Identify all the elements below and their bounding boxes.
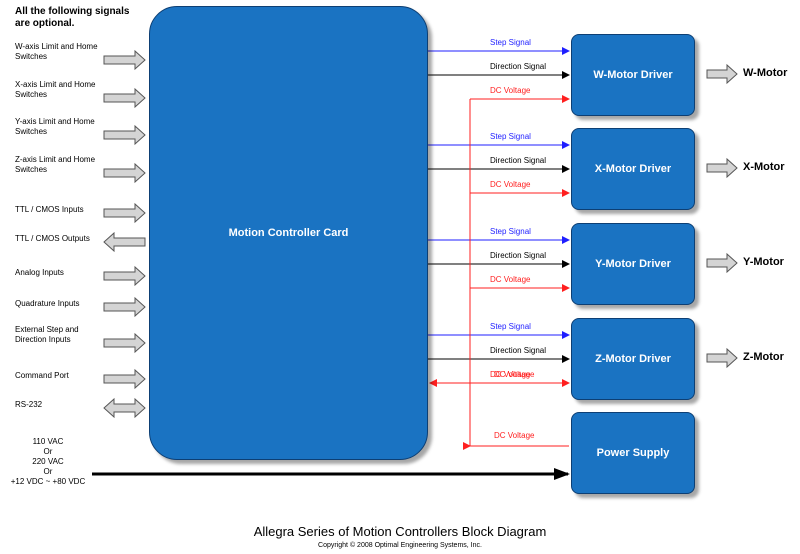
motor-label: Z-Motor [743, 351, 784, 363]
motor-label: W-Motor [743, 67, 788, 79]
input-label: TTL / CMOS Outputs [15, 234, 90, 243]
dc-voltage-label: DC Voltage [494, 431, 535, 440]
power-input-line-5: +12 VDC ~ +80 VDC [10, 477, 86, 486]
step-signal-label: Step Signal [490, 132, 531, 141]
motor-driver-box: X-Motor Driver [571, 128, 695, 210]
input-label: TTL / CMOS Inputs [15, 205, 84, 214]
input-label: X-axis Limit and Home Switches [15, 80, 96, 99]
dc-voltage-label: DC Voltage [490, 86, 531, 95]
input-label: W-axis Limit and Home Switches [15, 42, 98, 61]
direction-signal-label: Direction Signal [490, 62, 547, 71]
motor-driver-label: Y-Motor Driver [595, 258, 671, 270]
power-input-line-1: 110 VAC [32, 437, 64, 446]
input-label: Analog Inputs [15, 268, 64, 277]
power-supply-label: Power Supply [596, 447, 670, 459]
motor-label: X-Motor [743, 161, 785, 173]
motion-controller-card-label: Motion Controller Card [228, 227, 349, 239]
motor-output-arrow-icon [706, 157, 738, 179]
input-label: External Step and Direction Inputs [15, 325, 79, 344]
motor-driver-box: Z-Motor Driver [571, 318, 695, 400]
motor-output-arrow-icon [706, 252, 738, 274]
input-arrow-icon [103, 397, 146, 419]
motor-driver-label: W-Motor Driver [593, 69, 673, 81]
motor-output-arrow-icon [706, 63, 738, 85]
input-label: RS-232 [15, 400, 43, 409]
power-input-line-2: Or [43, 447, 53, 456]
input-label: Z-axis Limit and Home Switches [15, 155, 96, 174]
input-arrow-icon [103, 202, 146, 224]
input-arrow-icon [103, 296, 146, 318]
step-signal-label: Step Signal [490, 322, 531, 331]
dc-voltage-label: DC Voltage [490, 275, 531, 284]
power-input-line-3: 220 VAC [32, 457, 64, 466]
input-label: Command Port [15, 371, 69, 380]
power-supply-box: Power Supply [571, 412, 695, 494]
motor-driver-label: X-Motor Driver [594, 163, 672, 175]
copyright-notice: Copyright © 2008 Optimal Engineering Sys… [318, 542, 482, 549]
direction-signal-label: Direction Signal [490, 156, 547, 165]
motor-label: Y-Motor [743, 256, 784, 268]
optional-signals-note: All the following signals are optional. [15, 6, 130, 29]
motor-driver-label: Z-Motor Driver [595, 353, 671, 365]
input-arrow-icon [103, 368, 146, 390]
direction-signal-label: Direction Signal [490, 251, 547, 260]
step-signal-label: Step Signal [490, 227, 531, 236]
input-arrow-icon [103, 231, 146, 253]
motor-output-arrow-icon [706, 347, 738, 369]
dc-voltage-label: DC Voltage [490, 180, 531, 189]
motor-driver-box: Y-Motor Driver [571, 223, 695, 305]
motor-driver-box: W-Motor Driver [571, 34, 695, 116]
input-arrow-icon [103, 162, 146, 184]
direction-signal-label: Direction Signal [490, 346, 547, 355]
input-arrow-icon [103, 49, 146, 71]
input-arrow-icon [103, 332, 146, 354]
input-arrow-icon [103, 87, 146, 109]
diagram-title: Allegra Series of Motion Controllers Blo… [253, 524, 547, 539]
input-arrow-icon [103, 265, 146, 287]
input-label: Quadrature Inputs [15, 299, 80, 308]
input-arrow-icon [103, 124, 146, 146]
power-input-line-4: Or [43, 467, 53, 476]
step-signal-label: Step Signal [490, 38, 531, 47]
input-label: Y-axis Limit and Home Switches [15, 117, 95, 136]
motion-controller-card: Motion Controller Card [149, 6, 428, 460]
power-input-label: 110 VAC Or 220 VAC Or +12 VDC ~ +80 VDC [0, 437, 96, 487]
dc-voltage-label: DC Voltage [490, 370, 531, 379]
dc-voltage-label: DC Voltage [494, 370, 535, 379]
